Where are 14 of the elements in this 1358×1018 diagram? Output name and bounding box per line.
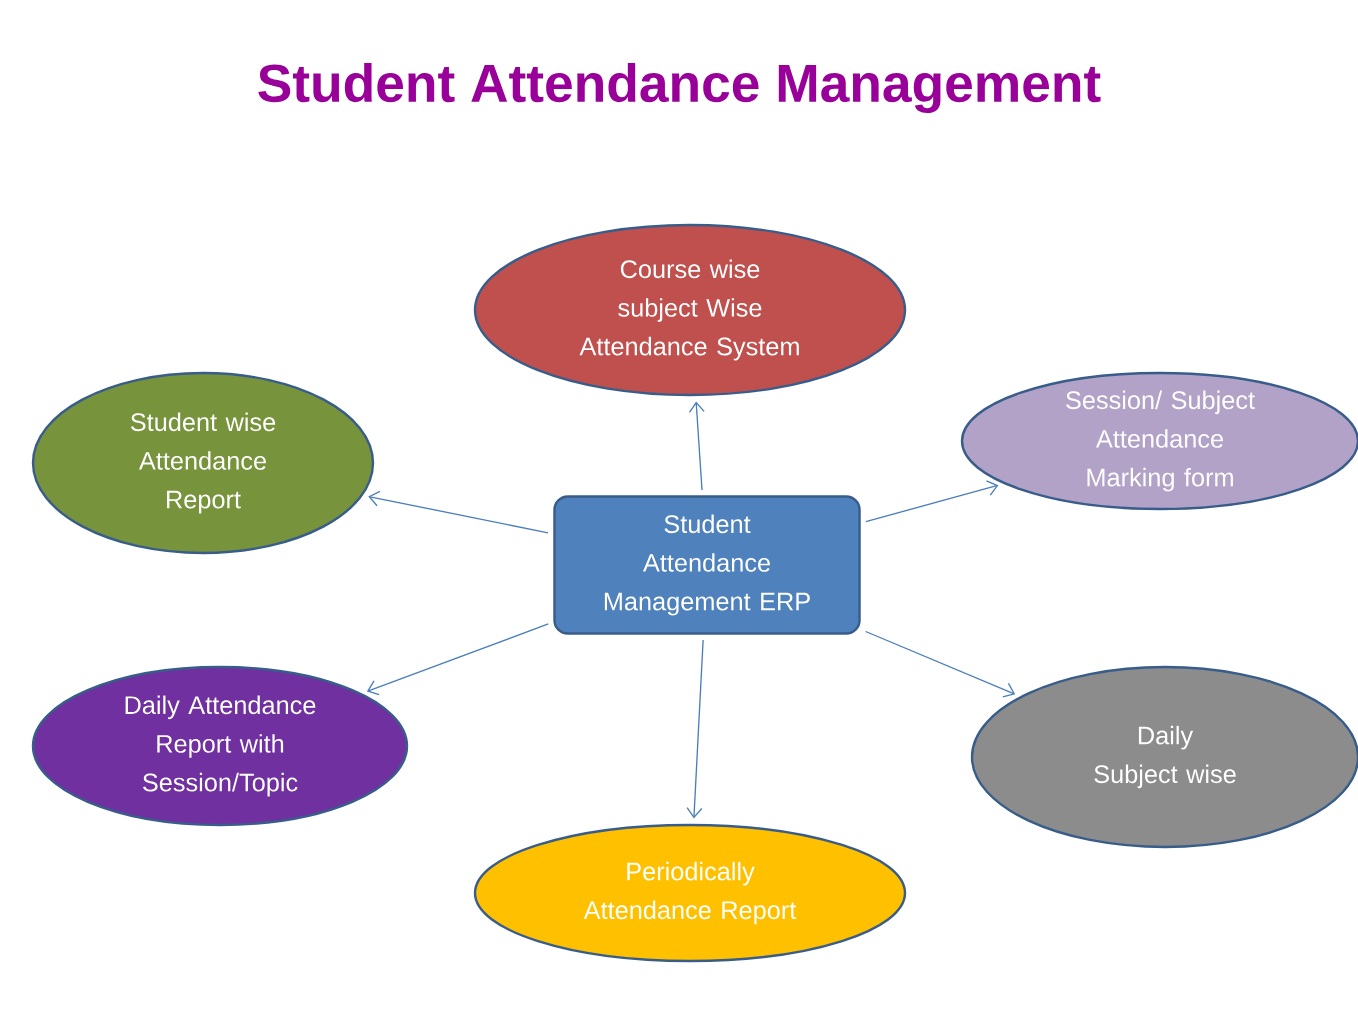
- ellipse-node: Session/ Subject Attendance Marking form: [960, 371, 1358, 511]
- arrow: [688, 401, 705, 491]
- arrow: [366, 623, 549, 696]
- ellipse-node: Student wise Attendance Report: [31, 371, 375, 555]
- arrow: [865, 480, 999, 523]
- arrow: [865, 630, 1016, 698]
- title: Student Attendance Management: [258, 63, 1101, 113]
- ellipse-node: Daily Attendance Report with Session/Topic: [31, 665, 409, 827]
- process-box: Student Attendance Management ERP: [553, 495, 861, 635]
- ellipse-node: Daily Subject wise: [970, 665, 1358, 849]
- arrow: [368, 490, 549, 534]
- ellipse-node: Course wise subject Wise Attendance System: [473, 223, 907, 397]
- ellipse-node: Periodically Attendance Report: [473, 823, 907, 963]
- arrow: [686, 639, 704, 819]
